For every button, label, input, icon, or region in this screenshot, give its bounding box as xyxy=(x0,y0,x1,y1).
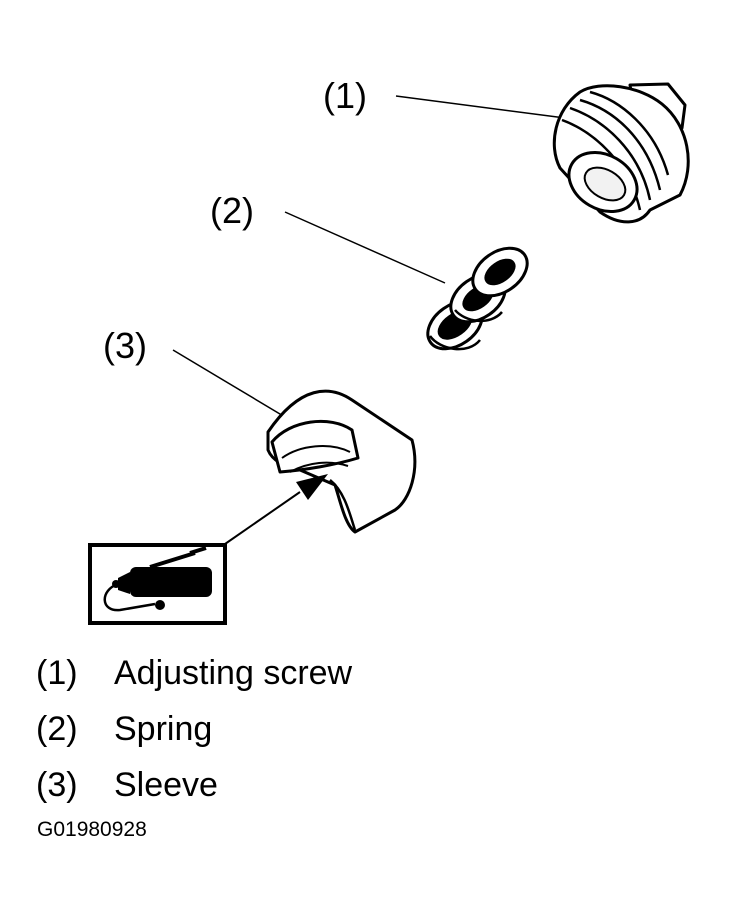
callout-3: (3) xyxy=(103,325,147,366)
grease-arrow-head xyxy=(296,474,328,500)
callout-1: (1) xyxy=(323,75,367,116)
grease-gun-icon xyxy=(88,543,227,625)
legend-item: (1) Adjusting screw xyxy=(36,645,352,701)
legend-label: Adjusting screw xyxy=(114,654,353,692)
legend-label: Spring xyxy=(114,710,213,748)
legend-label: Sleeve xyxy=(114,766,218,804)
exploded-view-diagram: (1) (2) (3) xyxy=(88,75,690,625)
sleeve-part xyxy=(266,389,417,534)
leader-line-3 xyxy=(172,349,291,421)
leader-line-2 xyxy=(284,211,446,284)
legend-number: (2) xyxy=(36,710,78,748)
parts-legend: (1) Adjusting screw (2) Spring (3) Sleev… xyxy=(36,645,352,813)
adjusting-screw-part xyxy=(552,82,690,224)
legend-number: (3) xyxy=(36,766,78,804)
legend-number: (1) xyxy=(36,654,78,692)
callout-2: (2) xyxy=(210,190,254,231)
spring-part xyxy=(426,246,529,351)
leader-line-1 xyxy=(395,95,566,119)
figure-id: G01980928 xyxy=(37,818,147,841)
legend-item: (3) Sleeve xyxy=(36,757,352,813)
grease-arrow-line xyxy=(224,491,301,545)
legend-item: (2) Spring xyxy=(36,701,352,757)
